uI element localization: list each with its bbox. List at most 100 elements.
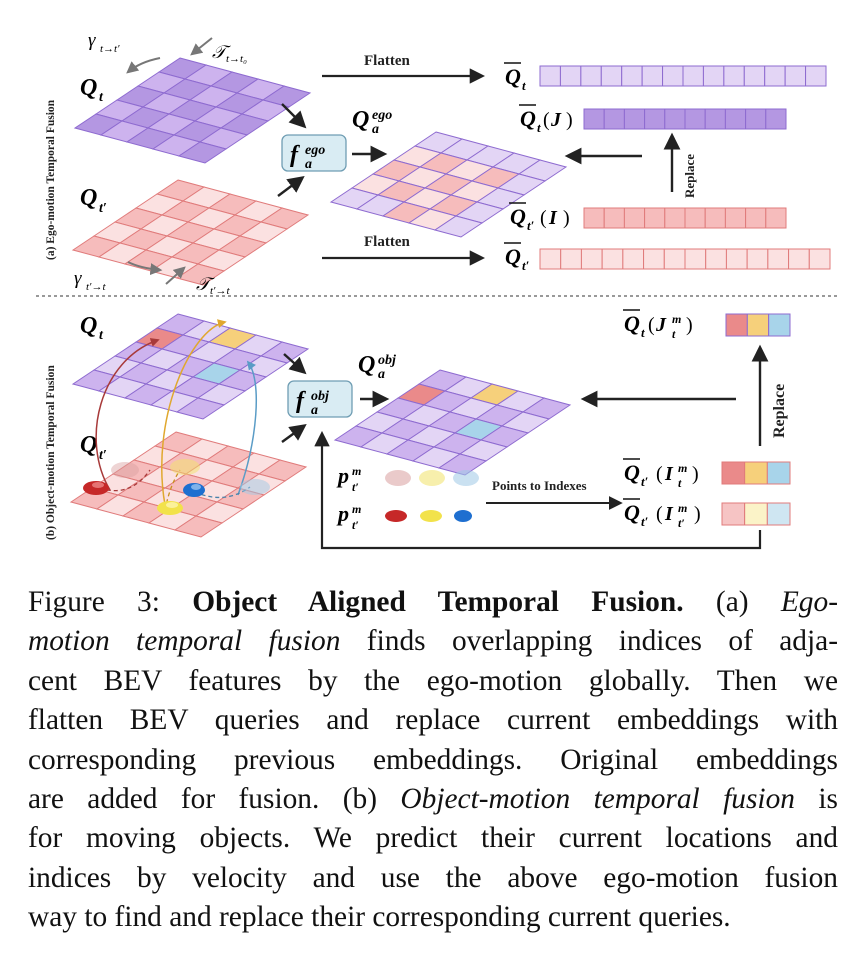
- replace-label-a: Replace: [682, 154, 697, 198]
- svg-text:t→t₀: t→t₀: [226, 53, 247, 65]
- q-t-label-b: Q t: [80, 313, 104, 343]
- gamma-t-tp-label: γ t→t′: [88, 30, 120, 55]
- caption-line-2: motion temporal fusion finds overlapping…: [28, 625, 838, 658]
- grid-cell: [177, 141, 228, 164]
- svg-text:Q: Q: [80, 432, 97, 458]
- svg-text:t′→t: t′→t: [210, 285, 230, 297]
- bev-grid-qt-b: [71, 313, 310, 420]
- token-cell: [725, 248, 748, 270]
- svg-text:ego: ego: [372, 108, 392, 123]
- caption-line-1: Figure 3: Object Aligned Temporal Fusion…: [28, 586, 838, 618]
- svg-text:obj: obj: [311, 389, 329, 404]
- car-icon-blue-current: [183, 483, 205, 497]
- token-cell: [583, 108, 605, 130]
- svg-text:a: a: [311, 403, 318, 418]
- svg-text:t: t: [522, 78, 526, 93]
- token-cell: [788, 248, 810, 270]
- translation-arrow-bottom: [165, 266, 186, 285]
- svg-text:): ): [692, 463, 699, 485]
- qbar-t-jm-label: Q t ( J m t ): [623, 309, 693, 341]
- token-strip-qt-j: [583, 108, 787, 130]
- fusion-box-ego: [281, 134, 347, 172]
- token-cell: [745, 108, 767, 130]
- token-cell: [746, 248, 769, 270]
- caption-line-7: for moving objects. We predict their cur…: [28, 822, 838, 855]
- token-cell: [766, 461, 791, 485]
- svg-text:t′: t′: [678, 516, 685, 530]
- svg-text:t′: t′: [99, 448, 107, 463]
- section-a-label: (a) Ego-motion Temporal Fusion: [45, 99, 57, 260]
- p-tp-m-label-2: p m t′: [336, 501, 361, 532]
- token-cell: [784, 65, 807, 87]
- svg-text:t: t: [99, 90, 104, 105]
- token-strip-qt: [539, 65, 827, 87]
- q-a-ego-label: Q ego a: [352, 107, 392, 137]
- caption-line-3: cent BEV features by the ego-motion glob…: [28, 664, 838, 697]
- q-tp-label-a: Q t′: [80, 185, 107, 216]
- feedback-loop-arrow: [314, 430, 762, 550]
- token-cell: [664, 108, 686, 130]
- svg-text:t′: t′: [352, 480, 359, 494]
- svg-text:m: m: [672, 312, 681, 326]
- svg-text:m: m: [678, 461, 687, 475]
- object-arc-red: [95, 338, 160, 491]
- token-cell: [603, 108, 625, 130]
- token-cell: [603, 207, 625, 229]
- token-cell: [702, 65, 725, 87]
- token-cell: [766, 502, 791, 526]
- car-icon-red-current: [83, 481, 109, 495]
- token-cell: [600, 65, 623, 87]
- svg-text:): ): [566, 109, 573, 131]
- qbar-tp-i-label: Q t′ ( I ): [509, 202, 570, 233]
- qbar-t-label: Q t: [504, 62, 526, 93]
- replace-label-b: Replace: [771, 384, 788, 438]
- svg-text:p: p: [336, 501, 349, 526]
- svg-text:J: J: [550, 109, 562, 131]
- svg-text:t→t′: t→t′: [100, 43, 120, 55]
- svg-text:Q: Q: [624, 460, 640, 485]
- svg-text:): ): [686, 314, 693, 336]
- svg-text:γ: γ: [74, 268, 82, 289]
- token-cell: [583, 207, 605, 229]
- qbar-tp-label: Q t′: [504, 242, 530, 273]
- ghost-car-yellow-icon: [419, 470, 445, 486]
- token-cell: [704, 108, 726, 130]
- f-obj-label: f obj a: [296, 388, 329, 418]
- svg-text:ego: ego: [305, 143, 325, 158]
- svg-text:J: J: [655, 314, 667, 336]
- flatten-label-top: Flatten: [364, 53, 410, 69]
- tau-t-t0-label: 𝒯 t→t₀: [212, 42, 247, 65]
- svg-text:t: t: [641, 325, 645, 340]
- token-cell: [623, 108, 646, 130]
- token-cell: [724, 108, 747, 130]
- fusion-box-obj: [287, 380, 353, 418]
- token-strip-qtp-itpm: [721, 502, 791, 526]
- bev-grid-qa-ego: [329, 131, 568, 238]
- svg-text:(: (: [543, 109, 550, 131]
- car-red-icon: [385, 510, 407, 522]
- qbar-tp-itpm-label: Q t′ ( I m t′ ): [623, 498, 701, 530]
- section-b-label: (b) Object-motion Temporal Fusion: [45, 365, 57, 540]
- token-cell: [764, 65, 786, 87]
- svg-text:(: (: [656, 503, 663, 525]
- q-tp-label-b: Q t′: [80, 432, 107, 463]
- svg-text:t′: t′: [641, 514, 649, 529]
- token-cell: [705, 248, 727, 270]
- token-cell: [724, 207, 747, 229]
- svg-text:t: t: [672, 327, 676, 341]
- caption-line-9: way to find and replace their correspond…: [28, 901, 731, 934]
- token-cell: [744, 461, 768, 485]
- object-arc-blue: [237, 360, 258, 496]
- token-cell: [767, 248, 790, 270]
- svg-text:Q: Q: [520, 106, 536, 131]
- svg-text:(: (: [656, 463, 663, 485]
- car-yellow-icon: [420, 510, 442, 522]
- token-cell: [539, 248, 562, 270]
- object-trail-yellow: [164, 469, 181, 511]
- token-cell: [539, 65, 561, 87]
- svg-text:t′: t′: [527, 218, 535, 233]
- qbar-t-j-label: Q t ( J ): [519, 104, 573, 135]
- svg-text:p: p: [336, 463, 349, 488]
- svg-text:I: I: [548, 207, 558, 229]
- token-cell: [643, 248, 665, 270]
